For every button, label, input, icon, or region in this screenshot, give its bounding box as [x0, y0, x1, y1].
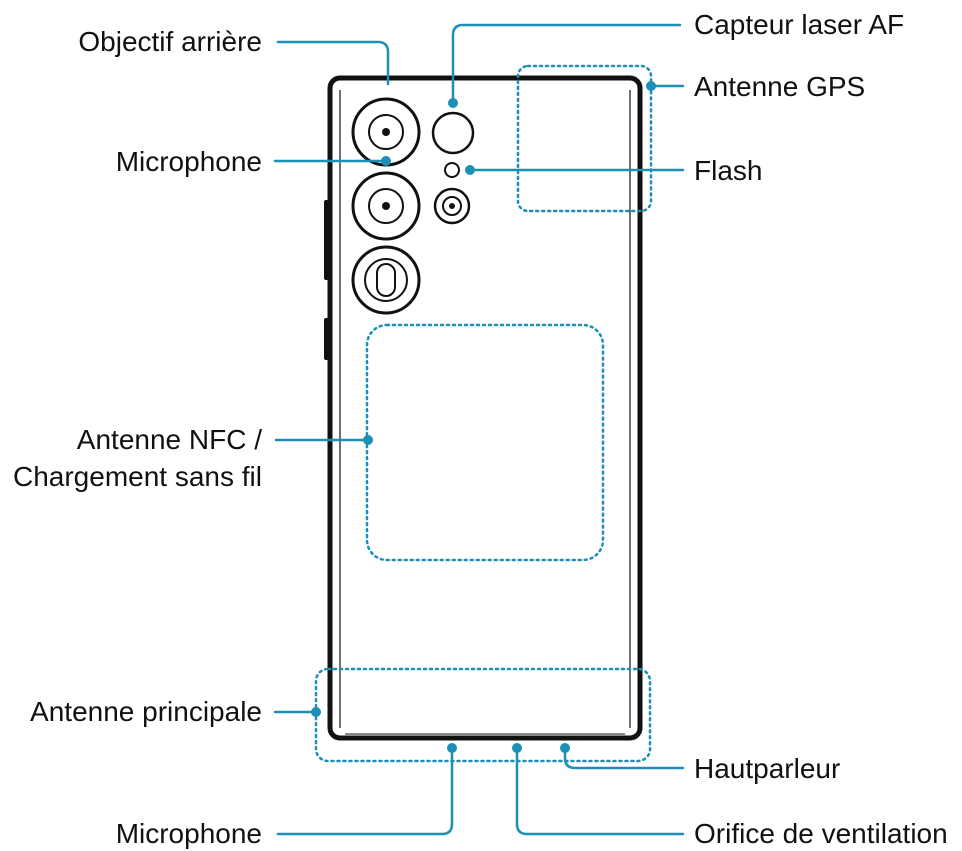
callout-nfc — [274, 435, 373, 445]
lens-top — [351, 97, 421, 167]
callout-vent — [512, 743, 685, 836]
callout-main-antenna — [273, 707, 321, 717]
label-flash: Flash — [694, 155, 762, 186]
label-microphone-bottom: Microphone — [116, 818, 262, 849]
lens-periscope — [351, 245, 421, 315]
callout-flash — [465, 165, 685, 175]
callout-microphone-bottom — [276, 743, 457, 836]
laser-af-sensor — [431, 111, 475, 155]
lens-small — [433, 187, 471, 225]
main-antenna-zone — [314, 667, 652, 763]
callout-laser-af — [448, 23, 682, 108]
gps-antenna-zone — [516, 64, 653, 213]
label-vent: Orifice de ventilation — [694, 818, 948, 849]
phone-body — [327, 75, 643, 741]
nfc-zone — [365, 323, 605, 562]
callout-speaker — [560, 743, 685, 770]
label-gps-antenna: Antenne GPS — [694, 71, 865, 102]
label-speaker: Hautparleur — [694, 753, 840, 784]
label-rear-lens: Objectif arrière — [78, 26, 262, 57]
label-main-antenna: Antenne principale — [30, 696, 262, 727]
volume-button — [324, 200, 331, 280]
callout-microphone-top — [273, 156, 391, 166]
callout-gps — [646, 81, 685, 91]
flash-led — [444, 162, 460, 178]
side-key — [324, 318, 331, 360]
label-nfc-line1: Antenne NFC / — [77, 424, 262, 455]
label-microphone-top: Microphone — [116, 146, 262, 177]
label-laser-af: Capteur laser AF — [694, 9, 904, 40]
callout-rear-lens — [276, 40, 390, 86]
label-nfc-line2: Chargement sans fil — [13, 461, 262, 492]
lens-middle — [351, 171, 421, 241]
